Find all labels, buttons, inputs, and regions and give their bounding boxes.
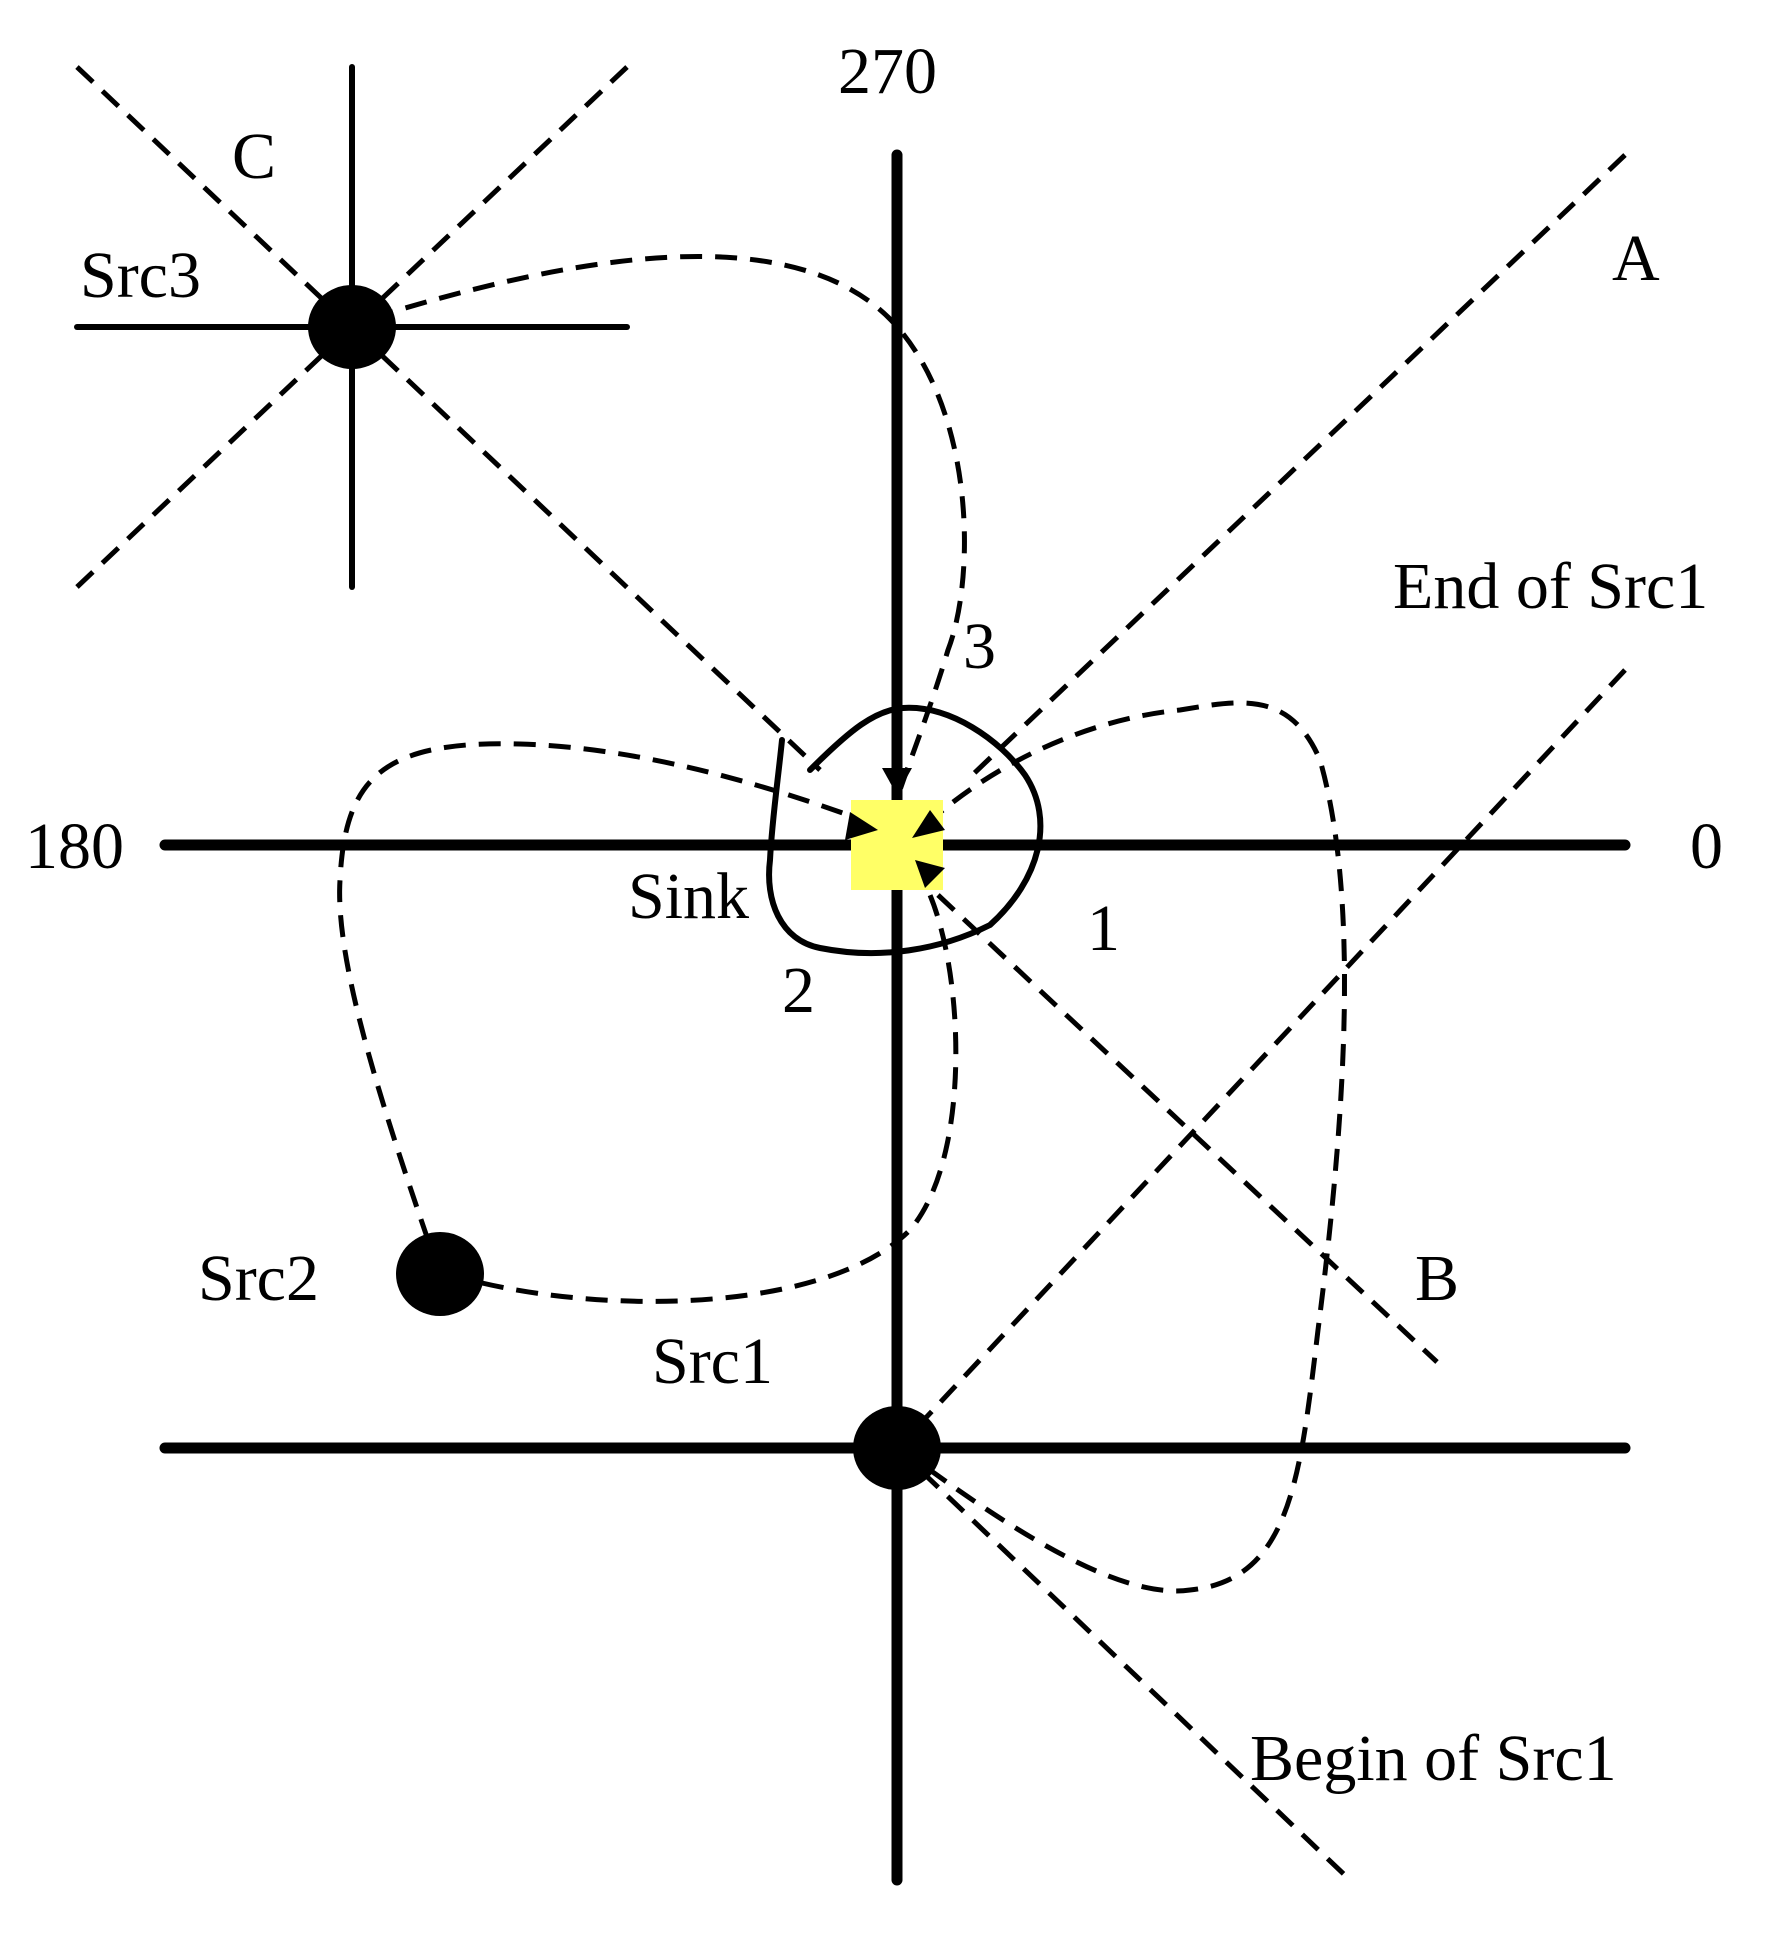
label-sink: Sink (628, 860, 749, 933)
label-src1: Src1 (652, 1325, 773, 1398)
label-path-3: 3 (963, 610, 996, 683)
label-src2: Src2 (198, 1242, 319, 1315)
label-b: B (1415, 1242, 1459, 1315)
direction-b-line (936, 893, 1439, 1364)
path-1-curve (898, 700, 1348, 1594)
end-of-src1-line (918, 668, 1627, 1426)
arrow-path-2 (845, 812, 878, 840)
src3-diagonal-c (75, 65, 822, 772)
label-180: 180 (25, 810, 124, 883)
label-path-1: 1 (1087, 892, 1120, 965)
label-src3: Src3 (80, 239, 201, 312)
path-3-curve (371, 254, 967, 791)
arrow-src1 (915, 860, 945, 888)
src2-node (396, 1232, 484, 1316)
direction-a-line (965, 153, 1627, 782)
arrow-path-3 (882, 768, 912, 795)
src1-node (853, 1406, 941, 1490)
label-a: A (1612, 222, 1660, 295)
src3-node (308, 285, 396, 369)
label-end-of-src1: End of Src1 (1393, 550, 1708, 623)
label-path-2: 2 (782, 954, 815, 1027)
sink-loop (766, 704, 1044, 957)
src1-trajectory-lower (481, 894, 959, 1304)
label-begin-of-src1: Begin of Src1 (1250, 1722, 1617, 1795)
arrow-direction-a (912, 810, 945, 838)
label-c: C (232, 120, 276, 193)
label-0: 0 (1690, 810, 1723, 883)
label-270: 270 (838, 35, 937, 108)
src3-diagonal-ne (75, 65, 629, 589)
